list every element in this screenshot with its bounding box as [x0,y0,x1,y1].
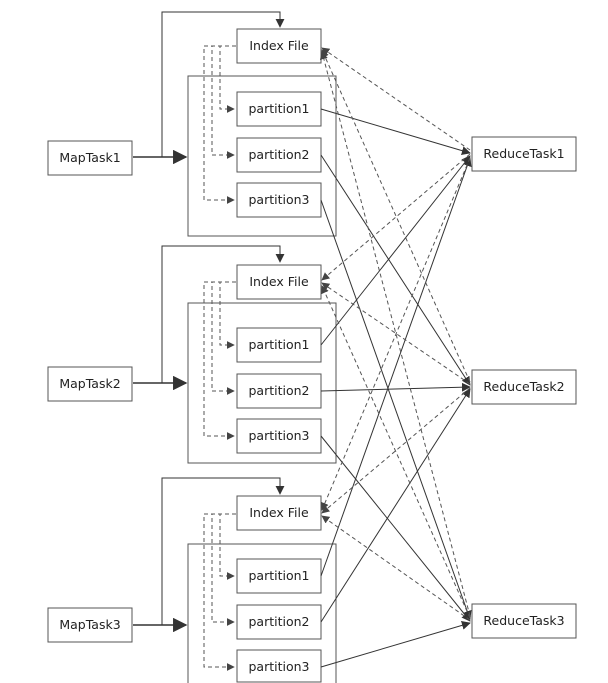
reducetask-label-2: ReduceTask2 [483,379,564,394]
maptask-box-3: MapTask3 [47,607,133,643]
index-file-label: Index File [249,38,309,53]
partition-frame-3 [187,543,337,683]
index-file-label: Index File [249,274,309,289]
partition-label: partition1 [248,337,309,352]
partition-box-3-1: partition1 [236,558,322,594]
partition-box-1-1: partition1 [236,91,322,127]
partition-label: partition3 [248,659,309,674]
partition-label: partition3 [248,192,309,207]
maptask-label-2: MapTask2 [59,376,120,391]
partition-label: partition2 [248,383,309,398]
reducetask-label-3: ReduceTask3 [483,613,564,628]
partition-label: partition3 [248,428,309,443]
partition-box-3-3: partition3 [236,649,322,683]
partition-label: partition1 [248,101,309,116]
map-group-3: MapTask3 Index File partition1 partition… [47,477,337,683]
partition-box-2-1: partition1 [236,327,322,363]
maptask-box-1: MapTask1 [47,140,133,176]
reducetask-box-2: ReduceTask2 [471,369,577,405]
partition-box-2-2: partition2 [236,373,322,409]
maptask-label-3: MapTask3 [59,617,120,632]
reducetask-box-3: ReduceTask3 [471,603,577,639]
index-file-box-2: Index File [236,264,322,300]
map-group-2: MapTask2 Index File partition1 partition… [47,245,337,464]
maptask-label-1: MapTask1 [59,150,120,165]
partition-box-2-3: partition3 [236,418,322,454]
index-file-box-3: Index File [236,495,322,531]
partition-box-3-2: partition2 [236,604,322,640]
partition-box-1-2: partition2 [236,137,322,173]
reducetask-box-1: ReduceTask1 [471,136,577,172]
partition-frame-2 [187,302,337,464]
partition-frame-1 [187,75,337,237]
partition-label: partition2 [248,147,309,162]
map-group-1: MapTask1 Index File partition1 partition… [47,11,337,237]
index-file-box-1: Index File [236,28,322,64]
shuffle-data-edges [320,108,472,668]
index-file-label: Index File [249,505,309,520]
partition-label: partition2 [248,614,309,629]
partition-label: partition1 [248,568,309,583]
maptask-box-2: MapTask2 [47,366,133,402]
partition-box-1-3: partition3 [236,182,322,218]
reducetask-label-1: ReduceTask1 [483,146,564,161]
index-query-edges [319,47,471,621]
